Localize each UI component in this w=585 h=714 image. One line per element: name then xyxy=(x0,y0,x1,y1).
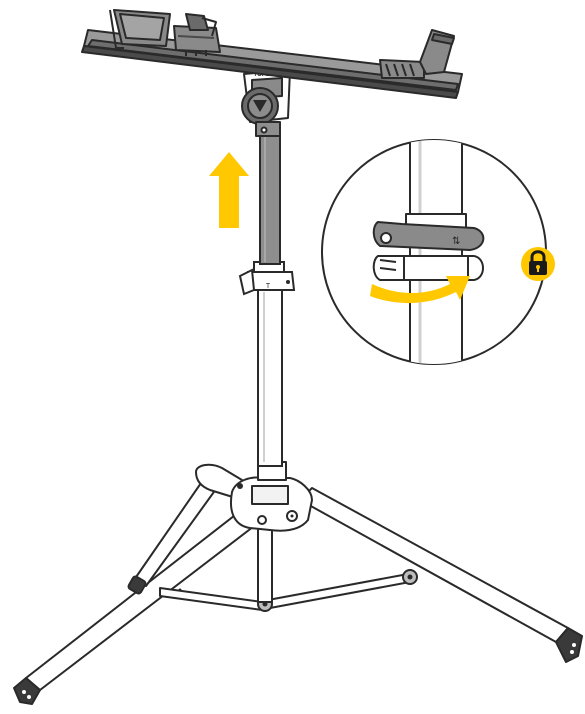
rear-leg xyxy=(127,469,225,595)
lock-keyhole-slot xyxy=(537,267,539,272)
knob-logo-icon xyxy=(253,100,267,112)
rotate-arrow xyxy=(370,276,470,304)
curved-arrow-right-icon xyxy=(370,276,470,304)
clamp-mark: T xyxy=(266,283,271,290)
lock-shackle xyxy=(530,250,546,262)
leg-braces xyxy=(159,569,418,612)
raise-arrow xyxy=(209,152,249,228)
lower-post-tube xyxy=(257,289,283,467)
arrow-up-icon xyxy=(209,152,249,228)
lever-mark: ⇅ xyxy=(452,236,460,247)
left-jaw-clamp xyxy=(173,13,221,56)
right-leg xyxy=(299,487,583,663)
leg-hub xyxy=(195,461,313,532)
padlock-icon xyxy=(521,247,555,281)
center-support-tube xyxy=(257,519,273,603)
main-post: T xyxy=(238,131,296,467)
top-arm xyxy=(81,9,463,99)
clamp-detail-view: ⇅ xyxy=(321,139,547,365)
stand-head: TOPEAK xyxy=(241,69,291,137)
tripod-legs xyxy=(13,469,583,705)
tool-tray xyxy=(109,9,171,49)
rotation-knob xyxy=(241,87,279,125)
upper-post-tube xyxy=(259,131,281,265)
height-clamp: T xyxy=(238,261,296,296)
right-jaw-clamp xyxy=(379,29,455,79)
quick-release-lever xyxy=(372,221,485,251)
